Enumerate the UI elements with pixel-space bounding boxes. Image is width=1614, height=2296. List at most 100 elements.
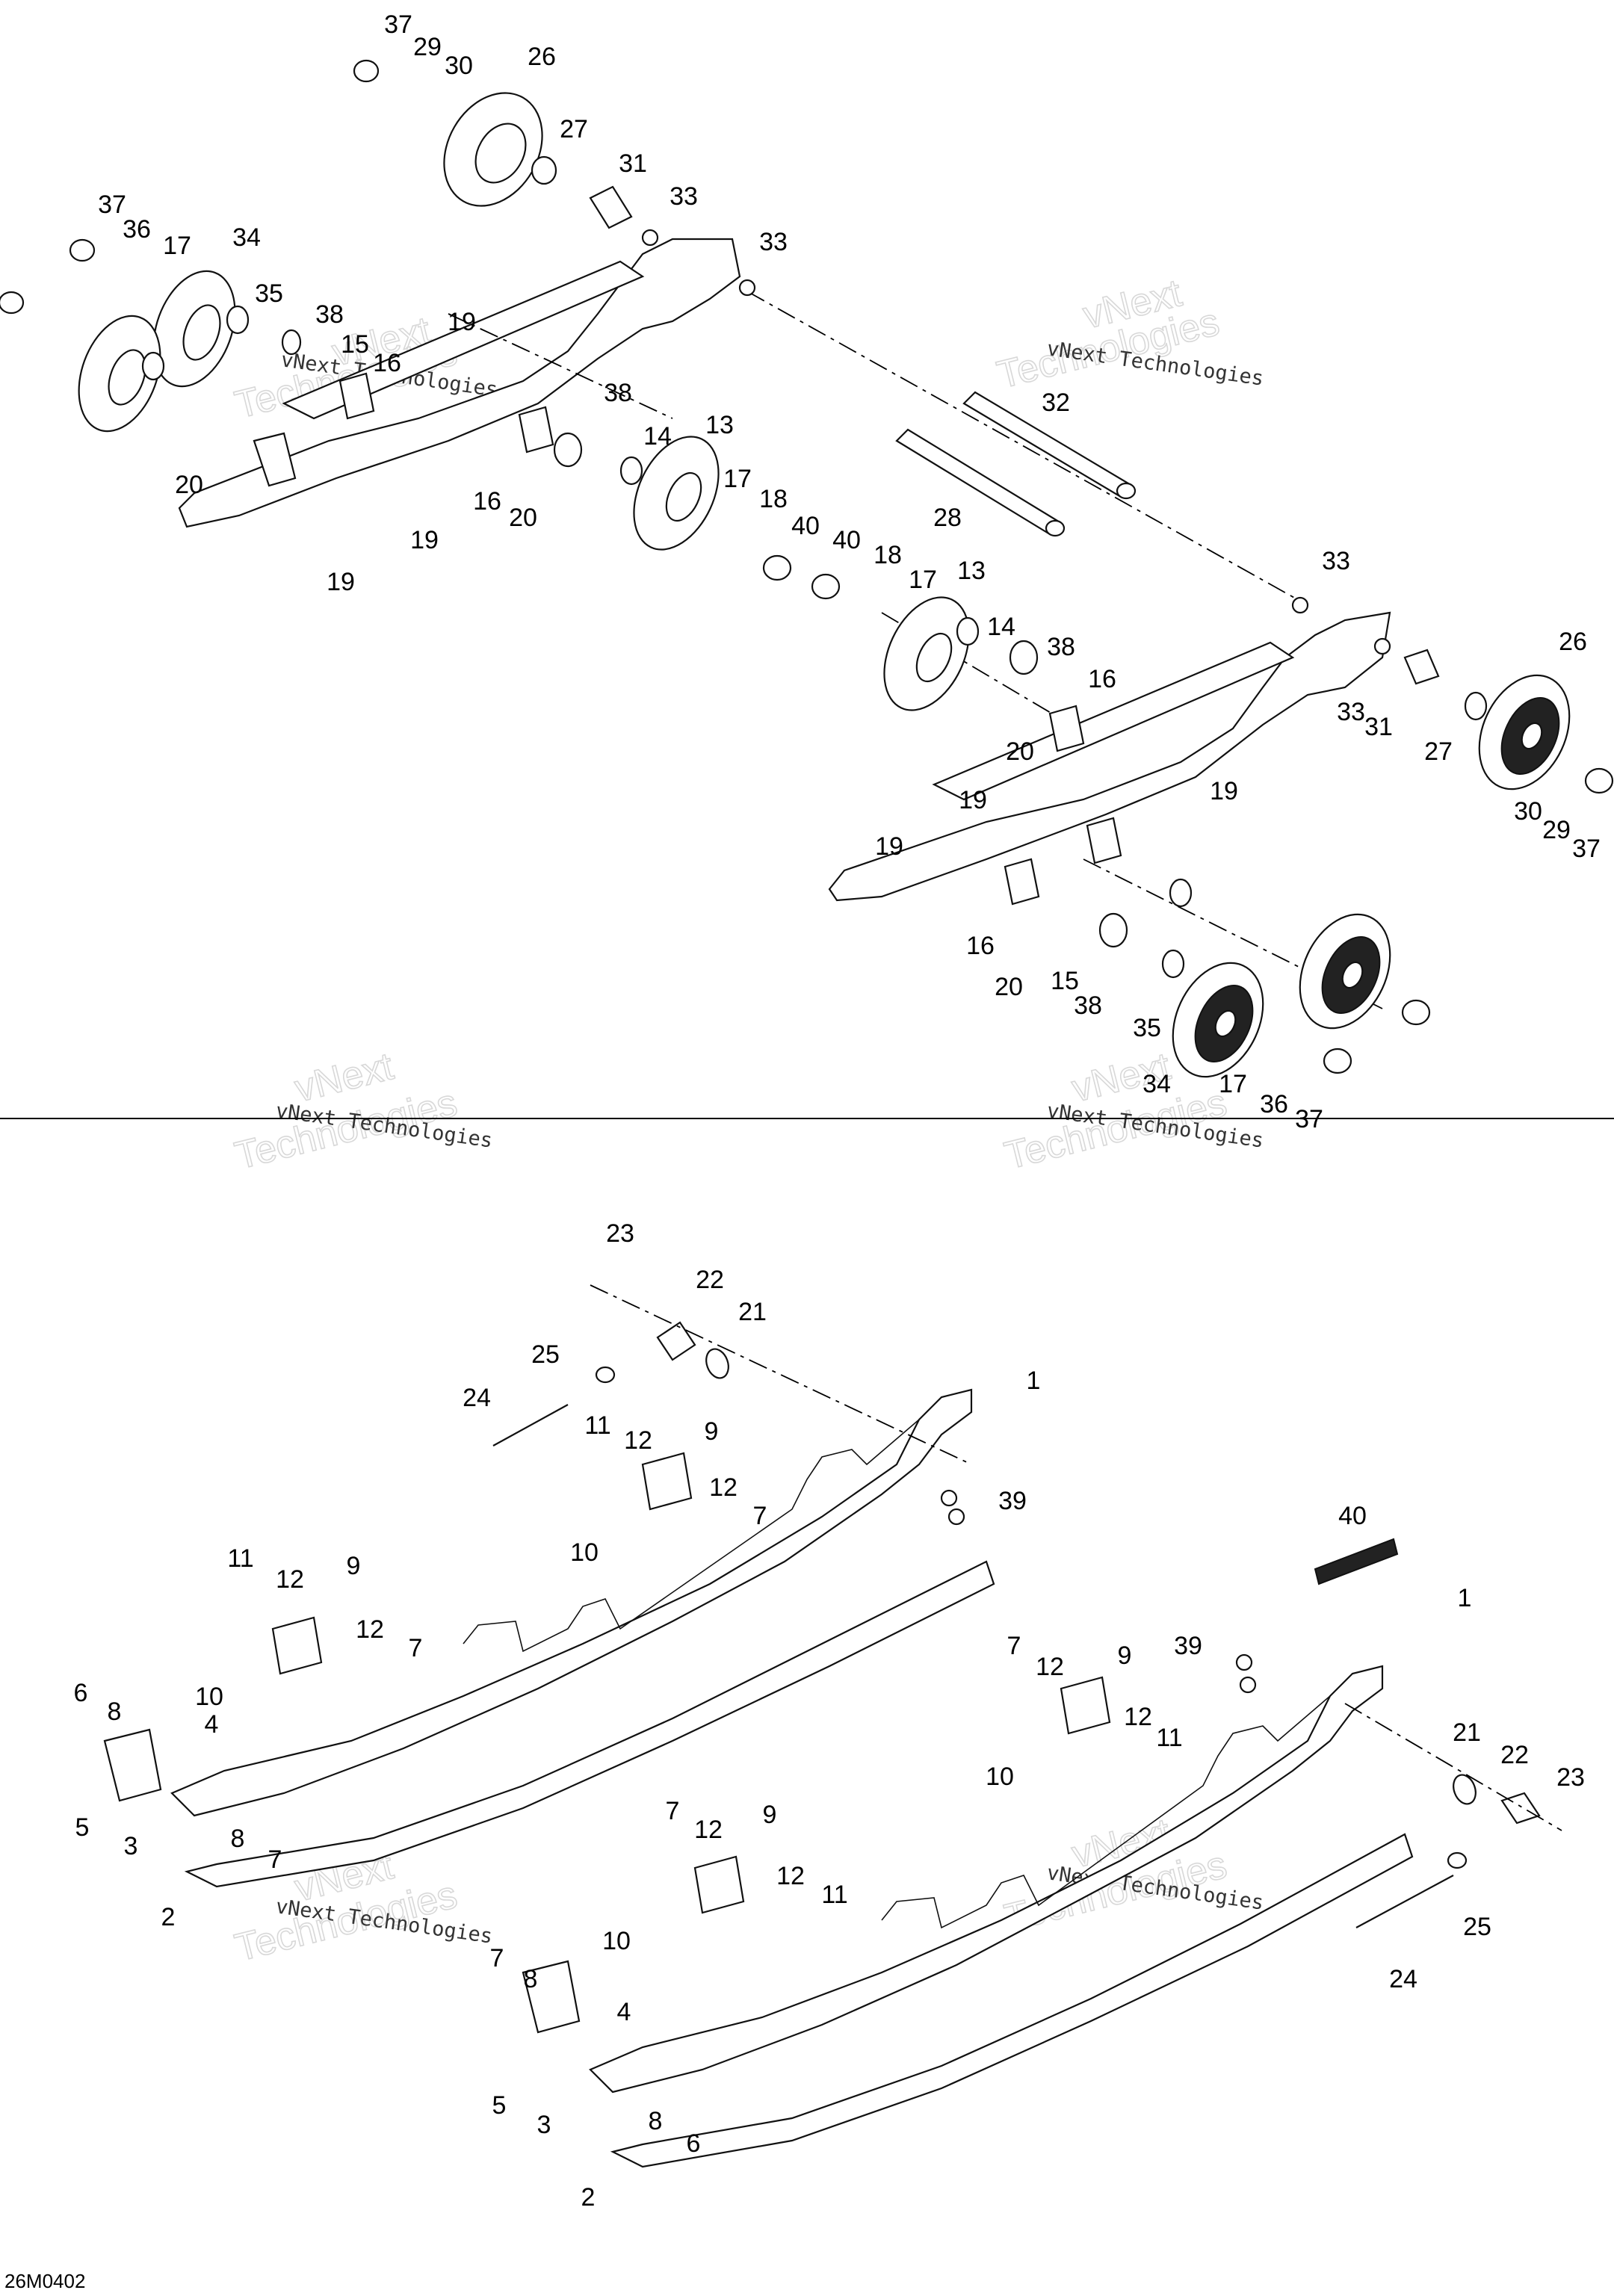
callout-label: 16 [1088, 665, 1116, 693]
callout-label: 27 [560, 115, 588, 143]
callout-label: 32 [1042, 389, 1070, 417]
axis-line [1344, 1703, 1562, 1831]
left-frame-upper-arm [282, 260, 645, 420]
callout-label: 12 [709, 1473, 738, 1502]
callout-label: 9 [705, 1417, 719, 1446]
wheel-26-top [443, 92, 543, 207]
wheel-34-right [1299, 913, 1391, 1030]
bottom-small-parts [103, 1321, 1541, 2034]
axis-line [1083, 858, 1383, 1009]
callout-label: 34 [1143, 1070, 1171, 1098]
callout-label: 23 [1556, 1763, 1585, 1792]
callout-label: 30 [445, 52, 473, 80]
callout-label: 4 [617, 1998, 631, 2026]
callout-label: 17 [723, 465, 752, 493]
callout-label: 19 [327, 568, 355, 596]
callout-label: 19 [448, 308, 476, 336]
callout-label: 7 [490, 1944, 504, 1972]
callout-label: 37 [384, 10, 412, 39]
axle-28-end [1045, 519, 1066, 537]
callout-label: 30 [1514, 797, 1542, 826]
callout-label: 39 [998, 1487, 1027, 1515]
watermarks: vNext Technologies vNext Technologies vN… [230, 270, 1265, 1970]
callout-label: 12 [776, 1862, 805, 1890]
callout-label: 28 [933, 504, 962, 532]
callout-label: 38 [604, 379, 632, 407]
callout-label: 4 [205, 1710, 219, 1739]
callout-label: 35 [1133, 1014, 1161, 1042]
callout-label: 16 [373, 349, 401, 377]
callout-label: 13 [705, 411, 734, 439]
callout-label: 26 [1559, 628, 1587, 656]
watermark-mid-left: vNext Technologies vNext Technologies [230, 1044, 494, 1178]
callout-label: 29 [413, 33, 442, 61]
callout-label: 2 [161, 1903, 176, 1931]
callout-label: 10 [195, 1683, 223, 1711]
callout-label: 12 [1036, 1653, 1064, 1681]
callout-label: 40 [1338, 1502, 1367, 1530]
callout-label: 7 [268, 1845, 282, 1874]
callout-label: 22 [696, 1266, 724, 1294]
callout-label: 8 [524, 1965, 538, 1993]
callout-label: 22 [1500, 1741, 1529, 1769]
callout-label: 2 [581, 2183, 596, 2212]
callout-label: 17 [909, 566, 937, 594]
wheel-13-left [633, 436, 720, 551]
callout-label: 3 [537, 2111, 551, 2139]
callout-label: 10 [602, 1927, 631, 1955]
callout-label: 20 [995, 973, 1023, 1001]
callout-label: 25 [531, 1340, 560, 1369]
watermark-top-right: vNext Technologies vNext Technologies [992, 270, 1265, 397]
callout-label: 18 [874, 541, 902, 569]
wheel-13-right [883, 596, 970, 711]
right-wheel-frame [828, 611, 1391, 902]
callout-label: 38 [315, 300, 344, 329]
callout-label: 11 [821, 1881, 847, 1909]
wheel-26-right [1478, 674, 1571, 790]
callout-label: 5 [75, 1813, 90, 1842]
callout-label: 26 [528, 43, 556, 71]
callout-label: 14 [643, 422, 672, 451]
rail-1-left-profile [463, 1419, 920, 1653]
callout-label: 6 [687, 2129, 701, 2158]
callout-label: 37 [1572, 835, 1601, 863]
callout-label: 36 [123, 215, 151, 244]
callout-label: 37 [98, 191, 126, 219]
rail-1-left [170, 1388, 973, 1817]
callout-label: 10 [570, 1538, 599, 1567]
callout-label: 19 [959, 786, 987, 814]
callout-label: 34 [232, 223, 261, 252]
callout-label: 17 [1219, 1070, 1247, 1098]
callout-label: 40 [832, 526, 861, 554]
callout-label: 7 [666, 1797, 680, 1825]
callout-label: 12 [356, 1615, 384, 1644]
callout-label: 37 [1295, 1105, 1323, 1133]
callout-label: 16 [473, 487, 501, 516]
right-frame-upper-arm [932, 641, 1295, 801]
bottom-assembly [103, 1284, 1562, 2168]
callout-label: 7 [409, 1634, 423, 1662]
callout-label: 18 [759, 485, 788, 513]
callout-label: 6 [74, 1679, 88, 1707]
callout-label: 11 [1156, 1724, 1182, 1752]
callout-label: 25 [1463, 1913, 1491, 1941]
callout-label: 14 [987, 613, 1015, 641]
callout-label: 1 [1027, 1367, 1041, 1395]
callout-label: 7 [1007, 1632, 1021, 1660]
callout-label: 1 [1458, 1584, 1472, 1612]
callout-label: 33 [1322, 547, 1350, 575]
callout-label: 12 [1124, 1703, 1152, 1731]
wheel-34-right-outer [1172, 962, 1264, 1078]
callout-label: 19 [1210, 777, 1238, 805]
callout-label: 31 [619, 149, 647, 178]
rail-1-right [589, 1665, 1384, 2094]
slider-2-left [184, 1560, 995, 1888]
callout-label: 10 [986, 1763, 1014, 1791]
callout-label: 19 [875, 832, 903, 861]
callout-label: 19 [410, 526, 439, 554]
callout-label: 11 [584, 1411, 610, 1440]
callout-label: 24 [463, 1384, 491, 1412]
callout-label: 20 [175, 471, 203, 499]
callout-label: 8 [108, 1698, 122, 1726]
